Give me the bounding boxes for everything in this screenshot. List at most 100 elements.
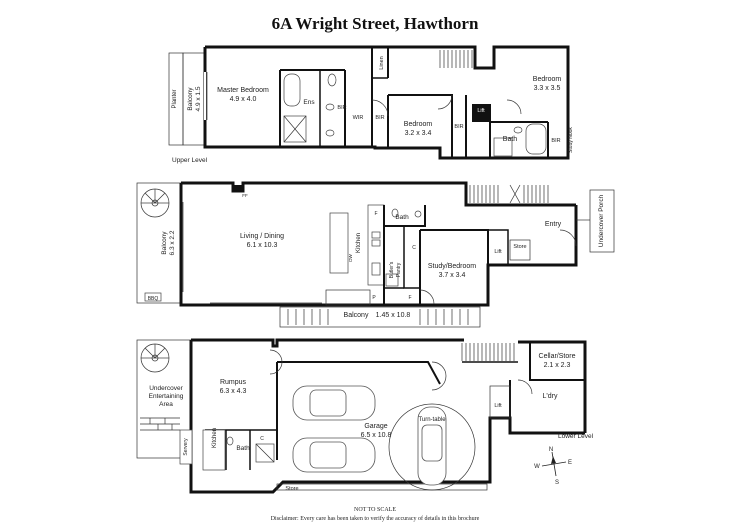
lower-bath-label: Bath [236, 445, 250, 452]
bir-label: BIR [551, 138, 560, 144]
door-swing [419, 289, 435, 305]
bottom-balcony-label: Balcony [344, 312, 369, 319]
planter-label: Planter [172, 89, 178, 108]
laundry-label: L'dry [543, 393, 558, 400]
entertaining-label: Entertaining [149, 393, 184, 400]
middle-wall-top [181, 181, 576, 207]
middle-balcony-label: Balcony [161, 231, 168, 255]
kitchen-island [329, 212, 349, 274]
bir-label: BIR [375, 115, 384, 121]
undercover-porch-area [589, 189, 615, 253]
living-dining-dimensions: 6.1 x 10.3 [247, 242, 278, 249]
middle-stair-treads [469, 184, 549, 204]
middle-store-label: Store [513, 244, 526, 250]
upper-level-plan: Planter Balcony 4.9 x 1.5 Master Bedroom… [168, 45, 574, 164]
cellar-wall [529, 342, 585, 381]
cellar-store-dimensions: 2.1 x 2.3 [544, 362, 571, 369]
linen-label: Linen [379, 56, 385, 69]
bottom-balcony-dimensions: 1.45 x 10.8 [376, 312, 411, 319]
basin-fixture [325, 103, 335, 111]
master-bedroom-label: Master Bedroom [217, 87, 269, 94]
butlers-label: Butler's [389, 261, 395, 278]
master-bedroom-dimensions: 4.9 x 4.0 [230, 96, 257, 103]
garage-label: Garage [364, 423, 387, 430]
servery-bench [202, 429, 226, 471]
undercover-porch-label: Undercover Porch [598, 194, 605, 247]
rumpus-dimensions: 6.3 x 4.3 [220, 388, 247, 395]
wall [420, 229, 489, 265]
compass-e: E [568, 460, 572, 466]
upper-level-label: Upper Level [172, 157, 208, 164]
basin-fixture [513, 126, 523, 134]
cellar-store-label: Cellar/Store [539, 353, 576, 360]
wall [384, 205, 426, 227]
door-swing [371, 99, 389, 117]
wall [403, 226, 420, 289]
turntable-label: Turn-table [418, 417, 446, 423]
undercover-label: Undercover [149, 385, 183, 392]
bottom-balcony-area [279, 306, 481, 328]
door-swing [431, 361, 447, 391]
car-outline [292, 385, 376, 421]
middle-wall-outline [179, 183, 578, 307]
middle-lift-label: Lift [494, 249, 502, 255]
pantry-p-label: P [372, 295, 376, 301]
bbq-label: BBQ [148, 296, 159, 302]
lower-wall-top [191, 338, 464, 348]
middle-kitchen-label: Kitchen [356, 233, 362, 253]
not-to-scale-note: NOT TO SCALE [353, 507, 396, 513]
study-bedroom-label: Study/Bedroom [428, 263, 476, 270]
rumpus-label: Rumpus [220, 379, 247, 386]
brick-hatch [140, 417, 180, 431]
servery-label: Servery [183, 438, 189, 456]
dishwasher-label: DW [348, 254, 353, 262]
fridge-label: F [374, 211, 377, 217]
living-dining-label: Living / Dining [240, 233, 284, 240]
bir-label: BIR [337, 105, 346, 111]
lower-level-plan: Undercover Entertaining Area Rumpus 6.3 … [136, 338, 594, 494]
study-nook-label: Study Nook [568, 127, 574, 153]
upper-wall-outline [203, 45, 570, 160]
bedroom-2-dimensions: 3.2 x 3.4 [405, 130, 432, 137]
door-swing [559, 229, 577, 247]
wir-label: WIR [353, 115, 364, 121]
ff-label: FF [242, 193, 248, 198]
upper-bath-label: Bath [503, 136, 518, 143]
turntable [388, 403, 476, 491]
upper-lift-shaft [472, 104, 490, 122]
garage-store-label: Store [285, 486, 298, 492]
upper-lift-label: Lift [477, 108, 485, 114]
servery-counter [325, 289, 371, 306]
pantry-label: Pantry [396, 262, 402, 277]
garage-dimensions: 6.5 x 10.8 [361, 432, 392, 439]
lower-level-label: Lower Level [558, 433, 594, 440]
garage-wall [277, 361, 441, 385]
middle-level-plan: Balcony 6.3 x 2.2 BBQ Living / Dining 6.… [136, 181, 615, 328]
bedroom-3-label: Bedroom [533, 76, 562, 83]
disclaimer-text: Disclaimer: Every care has been taken to… [270, 516, 480, 522]
garage-store-strip [276, 483, 488, 491]
bedroom-2-label: Bedroom [404, 121, 433, 128]
lower-lift-box [489, 385, 511, 419]
door-swing [269, 349, 283, 375]
compass-n: N [549, 447, 553, 453]
door-swing [506, 99, 522, 115]
bbq-fixture [144, 292, 162, 302]
basin-fixture [414, 210, 422, 218]
middle-bath-label: Bath [395, 214, 409, 221]
lower-kitchen-label: Kitchen [212, 428, 218, 448]
fridge-2-label: F [408, 295, 411, 301]
middle-lift-box [487, 229, 509, 266]
fireplace [234, 185, 242, 190]
study-bedroom-dimensions: 3.7 x 3.4 [439, 272, 466, 279]
lower-stair-treads [461, 343, 515, 361]
middle-balcony-dimensions: 6.3 x 2.2 [169, 230, 176, 255]
compass-s: S [555, 480, 559, 486]
page-title: 6A Wright Street, Hawthorn [271, 14, 479, 33]
bir-label: BIR [454, 124, 463, 130]
entry-label: Entry [545, 221, 562, 228]
toilet-fixture [226, 436, 234, 446]
basin-fixture [325, 129, 335, 137]
cupboard-label: C [412, 245, 416, 251]
